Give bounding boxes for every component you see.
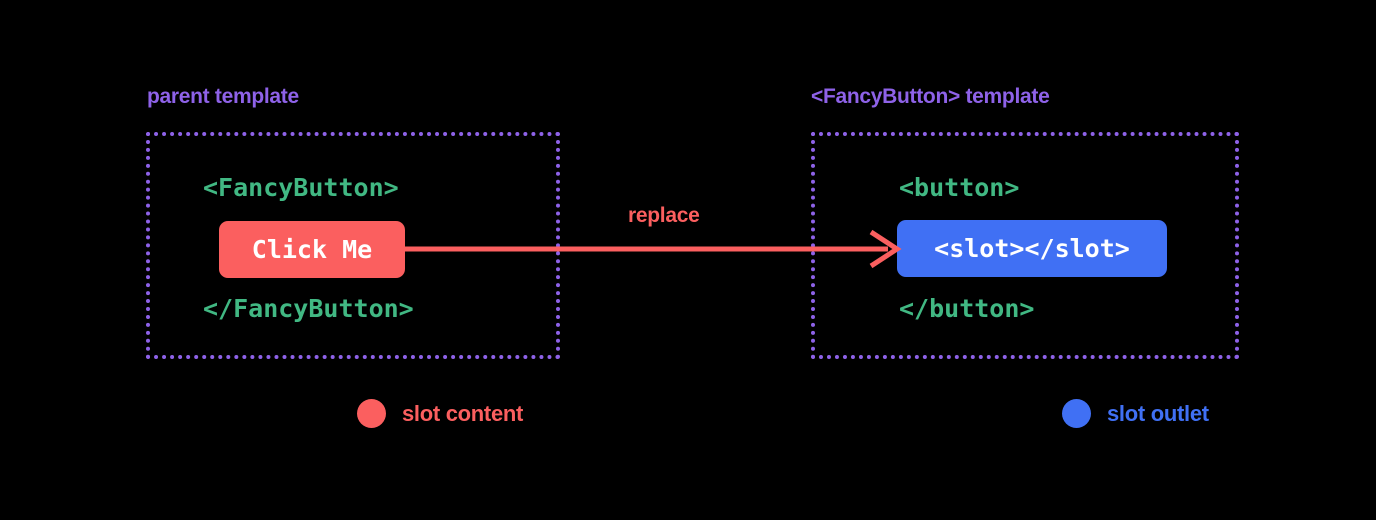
replace-arrow-label: replace (628, 204, 700, 227)
parent-template-heading: parent template (147, 85, 299, 108)
slot-content-chip[interactable]: Click Me (219, 221, 405, 278)
legend-item-slot-content: slot content (357, 399, 523, 428)
legend-label-slot-content: slot content (402, 400, 524, 426)
legend-item-slot-outlet: slot outlet (1062, 399, 1209, 428)
slot-outlet-dot-icon (1062, 399, 1091, 428)
fancybutton-template-heading: <FancyButton> template (811, 85, 1050, 108)
code-close-fancybutton: </FancyButton> (203, 294, 414, 323)
code-open-fancybutton: <FancyButton> (203, 173, 399, 202)
parent-template-panel (146, 132, 560, 359)
legend-label-slot-outlet: slot outlet (1107, 400, 1209, 426)
replace-arrow (400, 229, 902, 269)
fancybutton-template-panel (811, 132, 1239, 359)
code-close-button: </button> (899, 294, 1035, 323)
arrow-head (869, 229, 902, 269)
slot-content-dot-icon (357, 399, 386, 428)
slot-outlet-chip[interactable]: <slot></slot> (897, 220, 1167, 277)
code-open-button: <button> (899, 173, 1020, 202)
